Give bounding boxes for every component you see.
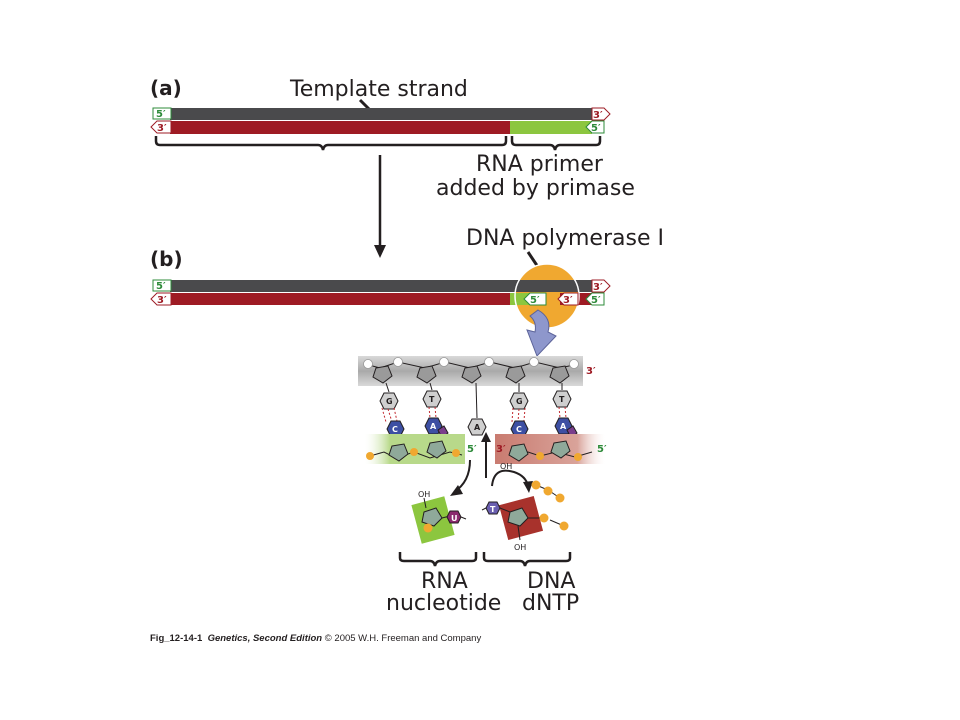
svg-text:3′: 3′ [593,282,603,293]
end-tag-a-bottom-right: 5′ [585,120,605,134]
hydrogen-bonds [381,406,567,423]
svg-text:3′: 3′ [563,295,573,306]
template-strand-b [170,280,592,292]
template-sugars [372,365,570,384]
end-tag-b-bottom-right: 5′ [585,292,605,306]
dntp-label-1: DNA [527,569,575,594]
detail-top-3prime: 3′ [586,366,596,377]
rna-primer-label-2: added by primase [436,176,635,201]
rna-nucleotide-brace [398,552,478,567]
rna-primer-backbone [366,440,463,462]
svg-text:3′: 3′ [593,110,603,121]
dna-strand-b [170,293,510,305]
svg-text:5′: 5′ [156,281,166,292]
svg-text:T: T [559,395,565,404]
dna-polymerase-label: DNA polymerase I [466,226,664,251]
svg-text:G: G [386,397,393,406]
dntp-brace [482,552,572,567]
figure-caption: Fig_12-14-1 Genetics, Second Edition © 2… [150,633,481,644]
end-tag-b-inner-dna: 3′ [557,292,579,306]
pyrophosphate [531,480,569,531]
primer-brace-a [510,136,602,151]
svg-text:U: U [451,514,458,523]
dntp-label-2: dNTP [522,591,579,616]
detail-right-3prime: 3′ [496,444,506,455]
dna-brace-a [154,136,508,151]
book-title: Genetics, Second Edition [207,633,323,644]
end-tag-b-bottom-left: 3′ [150,292,172,306]
process-arrow-head [374,245,386,258]
pyrophosphate-arrow [491,469,529,487]
copyright: © 2005 W.H. Freeman and Company [324,633,482,644]
template-strand-a [170,108,592,120]
end-tag-b-inner-primer: 5′ [523,292,547,306]
panel-a-label: (a) [150,76,182,100]
svg-text:5′: 5′ [591,295,601,306]
svg-text:C: C [392,425,398,434]
svg-text:5′: 5′ [530,295,540,306]
svg-text:G: G [516,397,523,406]
svg-text:3′: 3′ [157,123,167,134]
end-tag-a-top-left: 5′ [152,107,172,120]
detail-left-5prime: 5′ [467,444,477,455]
detail-right-5prime: 5′ [597,444,607,455]
new-dna-backbone [508,440,593,462]
end-tag-b-top-left: 5′ [152,279,172,292]
dna-dntp: OH T [481,495,549,552]
template-strand-label: Template strand [289,77,468,102]
template-bases: G T A G T [379,382,572,436]
svg-text:T: T [490,505,496,514]
svg-text:C: C [516,425,522,434]
backbone-phosphates [363,357,579,369]
end-tag-a-top-right: 3′ [591,107,611,121]
svg-text:A: A [430,422,437,431]
rna-primer-label-1: RNA primer [476,152,604,177]
svg-text:5′: 5′ [591,123,601,134]
pyrophosphate-arrowhead [523,481,533,493]
rna-nucleotide-label-2: nucleotide [386,591,501,616]
rna-removal-arrowhead [450,485,463,496]
rna-nucleotide: OH U [411,490,467,544]
svg-text:5′: 5′ [156,109,166,120]
svg-text:A: A [560,422,567,431]
rna-primer-a [510,121,592,134]
dna-strand-a [170,121,510,134]
svg-text:OH: OH [514,543,526,552]
end-tag-a-bottom-left: 3′ [150,120,172,134]
new-3prime-oh: OH [500,462,512,471]
svg-text:T: T [429,395,435,404]
zoom-arrow [526,309,557,357]
rna-nucleotide-label-1: RNA [421,569,468,594]
figure-number: Fig_12-14-1 [150,633,203,644]
insertion-arrow-head [481,432,491,442]
end-tag-b-top-right: 3′ [591,279,611,293]
svg-text:A: A [474,423,481,432]
svg-text:3′: 3′ [157,295,167,306]
panel-b-label: (b) [150,247,183,271]
svg-text:OH: OH [418,490,430,499]
